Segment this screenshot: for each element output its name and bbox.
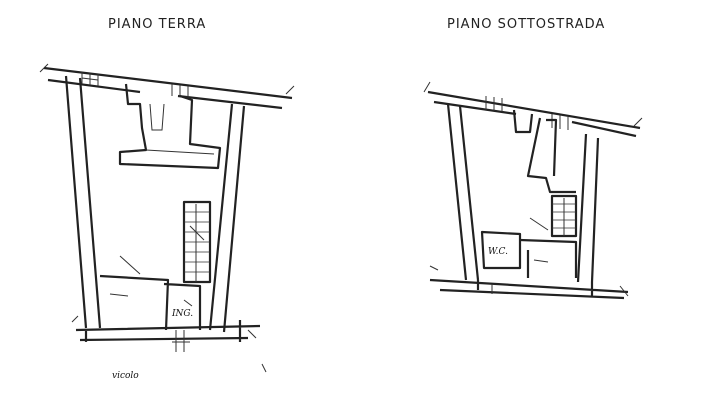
ground-upper-inner	[145, 103, 215, 155]
ground-bottom-wall	[75, 320, 261, 342]
basement-internal-partition	[512, 109, 576, 194]
basement-bottom-wall	[429, 278, 629, 300]
label-vicolo: vicolo	[112, 371, 139, 381]
ground-left-wall	[64, 75, 102, 329]
basement-left-wall	[446, 103, 480, 281]
basement-top-windows	[485, 96, 569, 130]
ground-door-swings	[109, 255, 193, 307]
basement-door-swings	[529, 217, 549, 263]
ground-floor-plan: ING. vicolo	[39, 63, 295, 381]
plan-title-ground-floor: PIANO TERRA	[108, 17, 207, 32]
basement-ticks	[423, 81, 643, 297]
plan-title-basement: PIANO SOTTOSTRADA	[447, 17, 606, 32]
ground-upper-partition	[118, 83, 222, 170]
label-wc: W.C.	[488, 247, 508, 257]
ground-right-wall	[208, 103, 246, 333]
ground-top-windows	[81, 72, 189, 98]
basement-right-wall	[576, 133, 600, 283]
basement-plan: W.C.	[423, 81, 643, 300]
ground-top-wall	[43, 66, 293, 110]
basement-lower-room	[519, 238, 578, 278]
ground-staircase	[182, 200, 212, 284]
label-ingresso: ING.	[171, 309, 193, 319]
ground-ticks	[39, 63, 295, 373]
ground-lower-partition	[99, 274, 202, 331]
basement-wc-room	[480, 230, 522, 270]
ground-entrance-door	[172, 330, 190, 352]
basement-staircase	[550, 194, 578, 238]
